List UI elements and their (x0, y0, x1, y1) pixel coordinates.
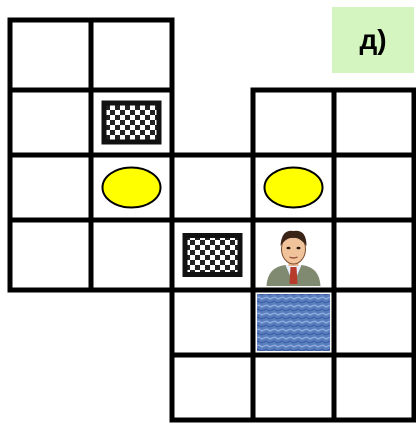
board-cell[interactable] (253, 220, 334, 290)
board-cell[interactable] (91, 155, 172, 220)
board-cell[interactable] (253, 290, 334, 355)
board-cell[interactable] (334, 355, 414, 420)
board-cell[interactable] (172, 155, 253, 220)
checkered-tile-icon (183, 233, 243, 277)
board-cell[interactable] (172, 220, 253, 290)
board-cell[interactable] (253, 155, 334, 220)
puzzle-label: д) (332, 7, 414, 73)
blue-water-tile-icon (257, 294, 330, 351)
board-cell[interactable] (10, 155, 91, 220)
board-cell[interactable] (334, 155, 414, 220)
board-cell[interactable] (91, 90, 172, 155)
board-cell[interactable] (91, 20, 172, 90)
board-cell[interactable] (334, 290, 414, 355)
yellow-oval-piece (103, 168, 161, 208)
board-cell[interactable] (334, 220, 414, 290)
board-cell[interactable] (172, 355, 253, 420)
board-cell[interactable] (10, 20, 91, 90)
board-cell[interactable] (253, 90, 334, 155)
yellow-oval-piece (265, 168, 323, 208)
checkered-tile-icon (102, 101, 162, 145)
board-cell[interactable] (334, 90, 414, 155)
board-cell[interactable] (172, 290, 253, 355)
board-cell[interactable] (253, 355, 334, 420)
board-cell[interactable] (10, 220, 91, 290)
board-cell[interactable] (91, 220, 172, 290)
board-cell[interactable] (10, 90, 91, 155)
